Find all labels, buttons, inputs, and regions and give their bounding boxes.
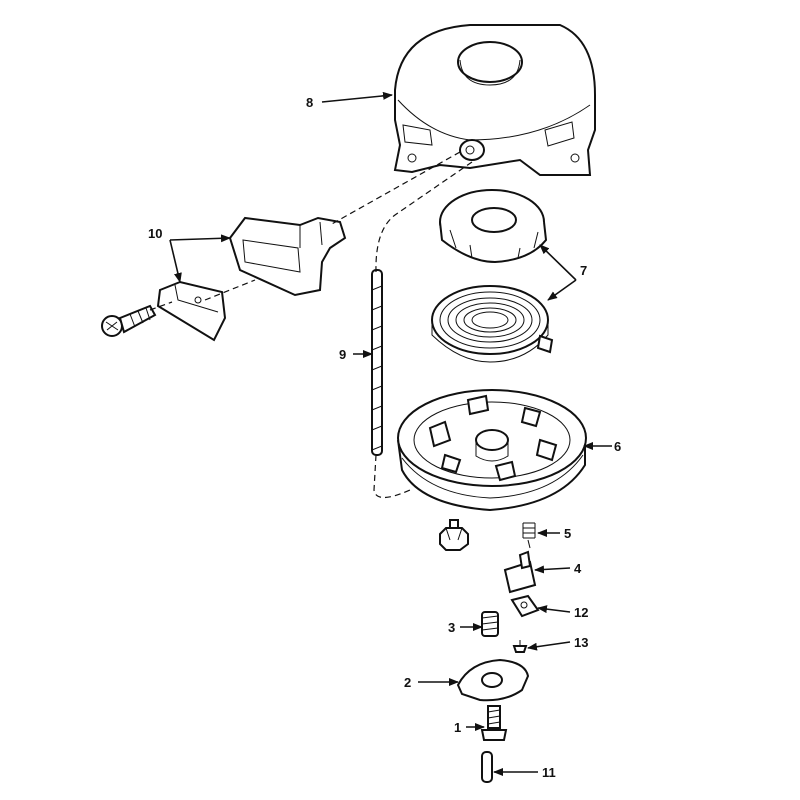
- spring-cup: [439, 189, 548, 264]
- starter-pulley: [397, 389, 587, 512]
- assembly-line-rope-pulley: [373, 454, 411, 499]
- label-9: 9: [339, 347, 346, 362]
- starter-housing: [393, 24, 596, 176]
- starter-rope: [371, 269, 383, 456]
- part-12-link: [510, 594, 540, 618]
- label-3: 3: [448, 620, 455, 635]
- rope-handle: [228, 216, 347, 297]
- rewind-spring: [431, 285, 554, 363]
- label-12: 12: [574, 605, 588, 620]
- part-4-pawl: [503, 550, 537, 594]
- part-13-screw: [512, 640, 528, 653]
- label-11: 11: [542, 765, 556, 780]
- part-11-pin: [481, 751, 493, 783]
- part-5-spring: [522, 522, 536, 549]
- handle-screw: [101, 304, 157, 337]
- label-13: 13: [574, 635, 588, 650]
- assembly-line-handle-housing: [329, 151, 461, 226]
- label-1: 1: [454, 720, 461, 735]
- label-7: 7: [580, 263, 587, 278]
- part-2-retainer: [456, 658, 530, 702]
- label-8: 8: [306, 95, 313, 110]
- pulley-bolt: [439, 519, 469, 551]
- assembly-line-screw-insert: [149, 301, 173, 311]
- label-2: 2: [404, 675, 411, 690]
- label-6: 6: [614, 439, 621, 454]
- part-1-screw: [480, 705, 508, 741]
- handle-insert: [156, 280, 227, 342]
- part-3-spring: [481, 611, 499, 637]
- label-5: 5: [564, 526, 571, 541]
- assembly-line-housing-rope: [375, 161, 473, 273]
- label-10: 10: [148, 226, 162, 241]
- assembly-line-insert-handle: [204, 279, 256, 301]
- label-4: 4: [574, 561, 582, 576]
- leader-arrows: [169, 91, 612, 776]
